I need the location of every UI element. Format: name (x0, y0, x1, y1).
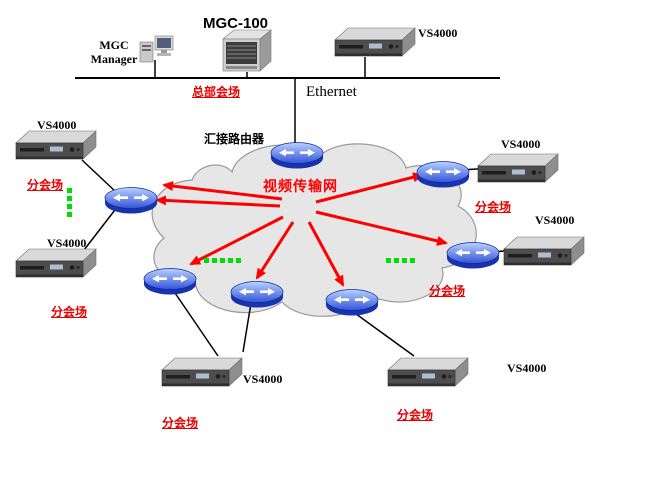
vs4000-icon-left-top (15, 130, 97, 160)
router-icon-right-low (446, 242, 500, 269)
mgc-manager-label-line1: MGC (99, 38, 129, 52)
more-sites-ellipsis-right (386, 258, 415, 263)
vs4000-icon-right-mid (503, 236, 585, 266)
mgc-manager-label-line2: Manager (90, 52, 138, 66)
mgc100-label: MGC-100 (203, 15, 269, 32)
branch-venue-label-bottom-left: 分会场 (162, 416, 199, 430)
vs4000-icon-left-mid (15, 248, 97, 278)
mgc-manager-label: MGC Manager (82, 38, 146, 66)
tandem-router-icon (270, 142, 324, 169)
branch-venue-label-left-top: 分会场 (27, 178, 64, 192)
vs4000-label-bottom-right: VS4000 (507, 361, 547, 375)
hq-venue-label: 总部会场 (192, 85, 241, 99)
vs4000-icon-top (334, 27, 416, 57)
branch-venue-label-right-top: 分会场 (475, 200, 512, 214)
multicast-arrows (155, 172, 448, 287)
vs4000-label-left-top: VS4000 (37, 118, 77, 132)
router-icon-right-top (416, 161, 470, 188)
mgc100-device-icon (222, 29, 272, 72)
vs4000-icon-right-top (477, 153, 559, 183)
vs4000-label-right-top: VS4000 (501, 137, 541, 151)
router-icon-bottom-center (230, 281, 284, 308)
vs4000-label-right-mid: VS4000 (535, 213, 575, 227)
ethernet-label: Ethernet (306, 84, 357, 100)
vs4000-label-bottom-left: VS4000 (243, 372, 283, 386)
more-sites-ellipsis-left (67, 188, 72, 217)
branch-venue-label-right-mid: 分会场 (429, 284, 466, 298)
vs4000-icon-bottom-right (387, 357, 469, 387)
router-icon-bottom-right (325, 289, 379, 316)
cloud-title: 视频传输网 (263, 178, 338, 194)
vs4000-label-left-mid: VS4000 (47, 236, 87, 250)
router-icon-left (104, 187, 158, 214)
branch-venue-label-bottom-right: 分会场 (397, 408, 434, 422)
vs4000-label-top: VS4000 (418, 26, 458, 40)
more-sites-ellipsis-center (204, 258, 241, 263)
vs4000-icon-bottom-left (161, 357, 243, 387)
branch-venue-label-left-mid: 分会场 (51, 305, 88, 319)
tandem-router-label: 汇接路由器 (204, 132, 265, 146)
router-icon-bottom-left (143, 268, 197, 295)
